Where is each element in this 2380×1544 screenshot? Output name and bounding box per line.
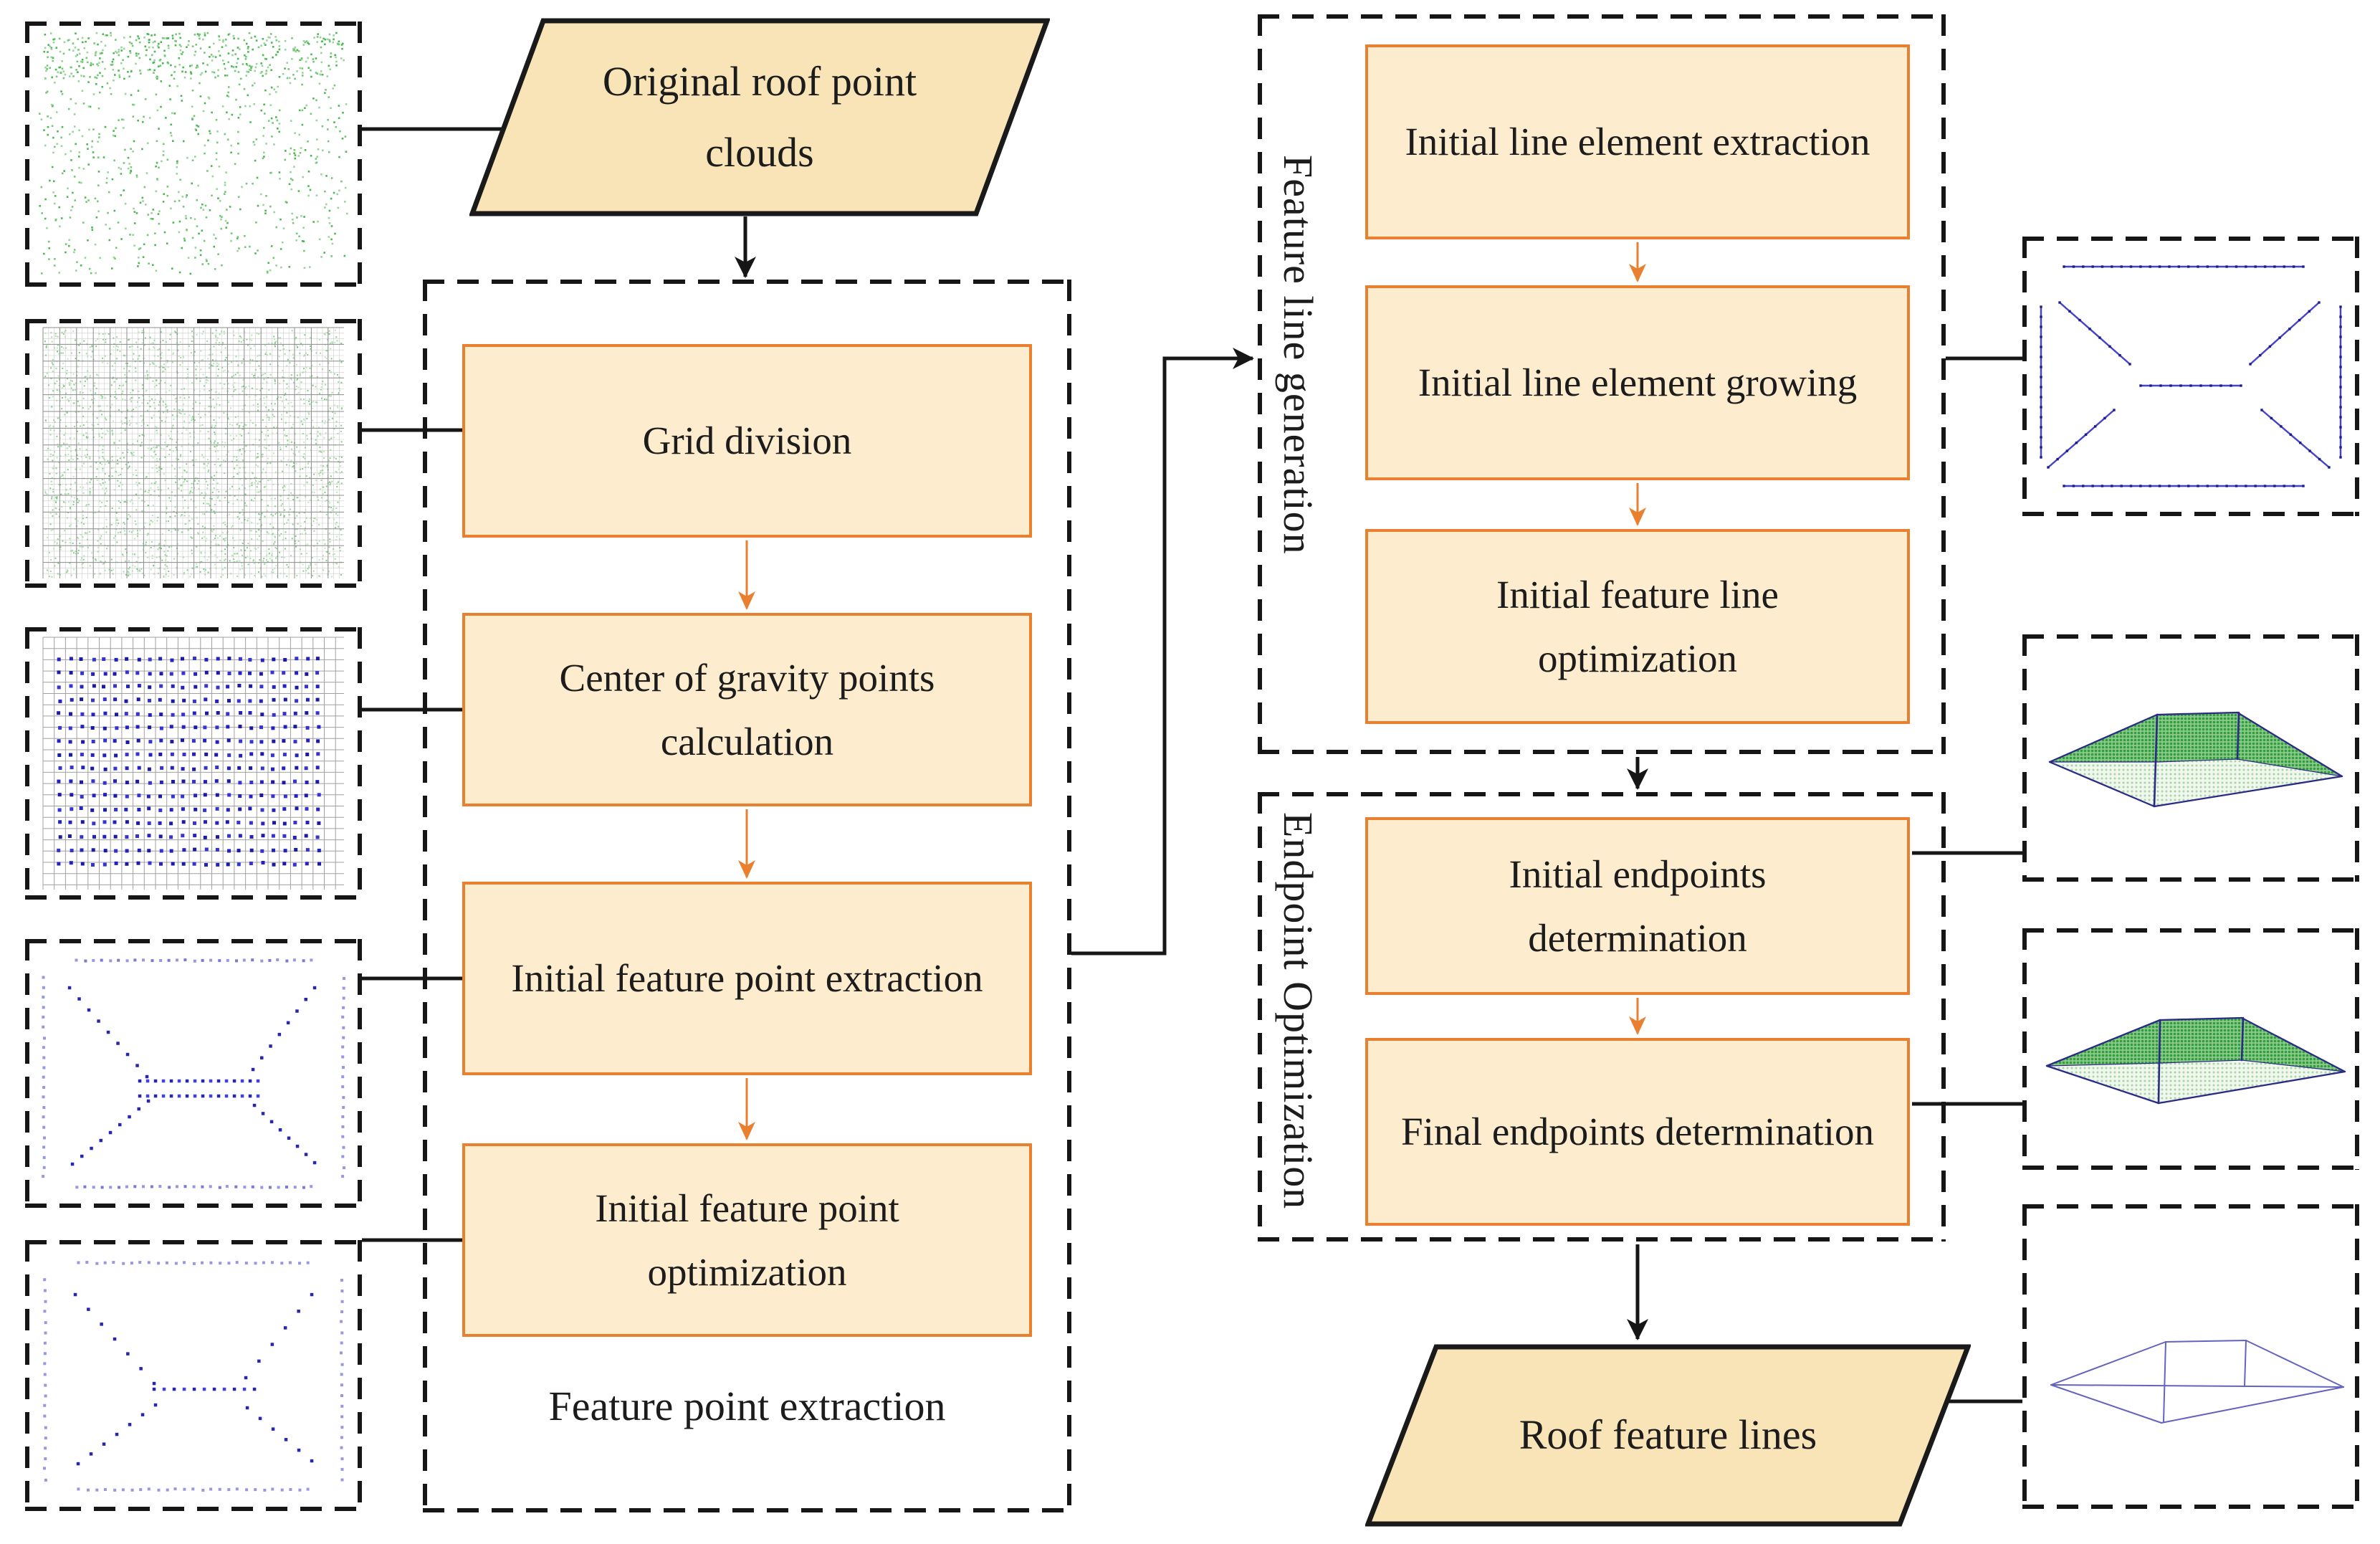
- feature-line-generation-group-label: Feature line generation: [1275, 155, 1322, 555]
- roof-feature-lines-wireframe-image: [2050, 1340, 2344, 1424]
- panel-center-of-gravity-points: [25, 627, 362, 900]
- output-parallelogram-shape: [1365, 1344, 1971, 1527]
- output-label: Roof feature lines: [1519, 1411, 1817, 1459]
- initial-feature-points-image: [42, 958, 345, 1189]
- step-initial-feature-point-extraction: Initial feature point extraction: [462, 882, 1032, 1075]
- step-gravity-points-calculation: Center of gravity points calculation: [462, 613, 1032, 806]
- terminal-output: Roof feature lines: [1365, 1344, 1971, 1527]
- panel-initial-endpoints-roof: [2022, 634, 2359, 882]
- initial-endpoints-roof-image: [2048, 711, 2343, 808]
- panel-initial-feature-points: [25, 939, 362, 1208]
- terminal-input: Original roof point clouds: [469, 18, 1050, 216]
- step-initial-line-element-growing: Initial line element growing: [1365, 285, 1910, 480]
- center-of-gravity-points-image: [42, 637, 344, 890]
- arrow-fpe-to-flg: [1071, 348, 1254, 956]
- grid-division-result-image: [42, 327, 344, 578]
- step-final-endpoints-determination: Final endpoints determination: [1365, 1038, 1910, 1226]
- step-initial-feature-point-optimization: Initial feature point optimization: [462, 1143, 1032, 1337]
- input-label: Original roof point clouds: [602, 57, 917, 176]
- step-initial-endpoints-label: Initial endpoints determination: [1509, 852, 1767, 960]
- final-endpoints-roof-image: [2045, 1016, 2346, 1105]
- step-grid-division-label: Grid division: [642, 419, 852, 463]
- step-final-endpoints-label: Final endpoints determination: [1401, 1110, 1874, 1154]
- endpoint-optimization-group-label: Endpoint Optimization: [1275, 812, 1322, 1210]
- step-feature-line-optimization-label: Initial feature line optimization: [1496, 572, 1779, 680]
- panel-roof-feature-lines-wireframe: [2022, 1204, 2359, 1509]
- step-initial-feature-line-optimization: Initial feature line optimization: [1365, 529, 1910, 724]
- feature-point-extraction-group-label: Feature point extraction: [548, 1383, 946, 1429]
- step-gravity-points-label: Center of gravity points calculation: [559, 655, 935, 763]
- step-line-element-growing-label: Initial line element growing: [1418, 361, 1858, 405]
- step-line-element-extraction-label: Initial line element extraction: [1405, 120, 1870, 164]
- step-initial-fp-extraction-label: Initial feature point extraction: [511, 956, 983, 1001]
- panel-final-endpoints-roof: [2022, 928, 2359, 1170]
- panel-grid-division-result: [25, 319, 362, 588]
- step-initial-line-element-extraction: Initial line element extraction: [1365, 44, 1910, 239]
- step-initial-endpoints-determination: Initial endpoints determination: [1365, 817, 1910, 995]
- step-initial-fp-optimization-label: Initial feature point optimization: [595, 1186, 899, 1294]
- panel-initial-feature-lines: [2022, 237, 2359, 516]
- panel-optimized-feature-points: [25, 1240, 362, 1511]
- panel-original-roof-point-cloud: [25, 22, 362, 287]
- input-parallelogram-shape: [469, 18, 1050, 216]
- step-grid-division: Grid division: [462, 344, 1032, 538]
- original-roof-point-cloud-image: [39, 32, 348, 275]
- initial-feature-lines-image: [2040, 265, 2342, 487]
- optimized-feature-points-image: [43, 1261, 344, 1492]
